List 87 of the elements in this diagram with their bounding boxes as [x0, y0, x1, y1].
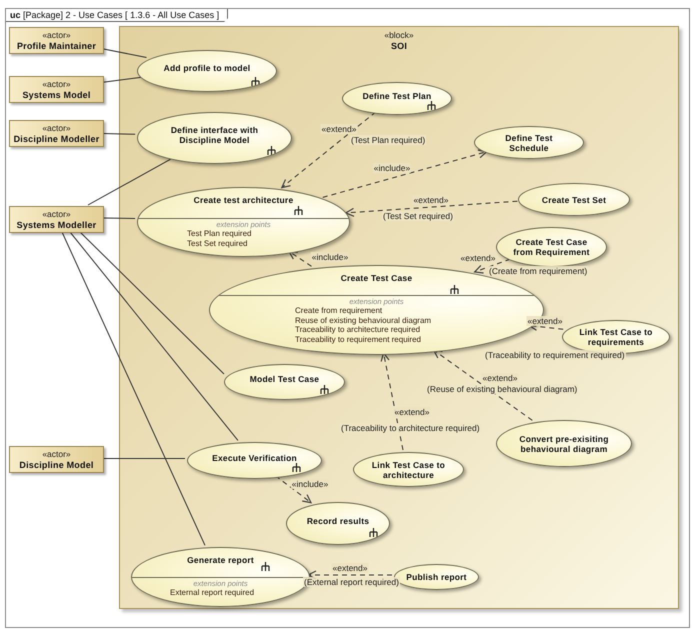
dependency-arrow	[433, 350, 533, 421]
association-line	[102, 48, 148, 58]
actor-box	[9, 76, 104, 103]
use-case-name: Create test architecture	[194, 195, 294, 207]
stereotype: «actor»	[42, 30, 71, 40]
dependency-arrow	[322, 149, 488, 198]
use-case-name: Create Test Case from Requirement	[512, 237, 591, 257]
use-case-ellipse	[187, 442, 322, 479]
extension-point: Traceability to architecture required	[295, 325, 422, 334]
actor-name: Systems Model	[22, 90, 91, 100]
association-line	[80, 232, 224, 374]
frame-title: uc [Package] 2 - Use Cases [ 1.3.6 - All Use Cases ]	[6, 9, 228, 22]
use-case-ellipse	[286, 502, 390, 545]
actor-box	[9, 206, 104, 233]
dependency-arrow	[288, 250, 312, 267]
use-case-name: Generate report	[187, 555, 254, 567]
stereotype: «actor»	[42, 448, 71, 460]
extension-point: Test Set required	[187, 238, 248, 248]
use-case-ellipse	[342, 82, 452, 115]
use-case-name: Define Test Plan	[362, 90, 432, 100]
extension-point: Test Plan required	[187, 229, 252, 238]
actor-name: Discipline Modeller	[14, 134, 100, 144]
edge-label: «extend»	[332, 563, 368, 573]
use-case-ellipse	[224, 364, 345, 400]
actor-name: Discipline Model	[19, 460, 94, 470]
association-line	[102, 76, 142, 83]
use-case-name: Execute Verification	[212, 452, 297, 462]
edge-label: «extend»	[460, 253, 496, 263]
actor-box	[9, 446, 104, 473]
extension-condition: (Traceability to architecture required)	[340, 423, 481, 433]
association-line	[70, 232, 238, 441]
extension-point: Traceability to requirement required	[295, 334, 422, 344]
actor-box	[9, 27, 104, 54]
use-case-name: Model Test Case	[250, 374, 320, 384]
block-name: SOI	[390, 41, 408, 52]
dependency-arrow	[474, 258, 511, 274]
stereotype: «block»	[384, 30, 414, 41]
use-case-ellipse	[496, 227, 607, 267]
use-case-name: Convert pre-exisiting behavioural diagram	[518, 434, 610, 454]
edge-label: «extend»	[526, 316, 564, 326]
use-case-ellipse	[137, 50, 277, 92]
diagram-frame	[5, 8, 690, 628]
use-case-ellipse	[518, 183, 630, 216]
stereotype: «actor»	[42, 208, 71, 220]
stereotype: «actor»	[42, 78, 71, 90]
dependency-arrow	[345, 200, 518, 217]
extension-condition: (Test Plan required)	[350, 135, 426, 145]
edge-label: «extend»	[320, 124, 358, 134]
association-line	[62, 232, 206, 546]
edge-label: «include»	[310, 252, 350, 262]
extension-point: Create from requirement	[295, 306, 384, 316]
association-line	[88, 158, 173, 206]
edge-label: «extend»	[412, 195, 450, 205]
association-line	[102, 218, 136, 219]
use-case-name: Record results	[306, 516, 370, 526]
use-case-name: Create Test Set	[542, 194, 606, 204]
actor-box	[9, 120, 104, 147]
use-case-name: Create Test Case	[340, 273, 412, 285]
edge-label: «include»	[372, 163, 412, 173]
use-case-name: Define interface with Discipline Model	[170, 125, 260, 145]
extension-condition: (Traceability to requirement required)	[484, 350, 626, 360]
dependency-arrow	[281, 111, 376, 188]
system-boundary	[119, 26, 679, 609]
stereotype: «actor»	[42, 122, 71, 134]
use-case-name: Define Test Schedule	[504, 132, 554, 152]
use-case-name: Add profile to model	[164, 63, 250, 73]
extension-condition: (Reuse of existing behavioural diagram)	[426, 384, 578, 394]
association-line	[102, 133, 136, 135]
use-case-name: Publish report	[406, 572, 467, 582]
dependency-arrow	[307, 570, 392, 580]
use-case-name: Link Test Case to requirements	[578, 327, 654, 347]
edge-label: «include»	[290, 479, 330, 489]
extension-point: External report required	[170, 588, 256, 598]
dependency-arrow	[275, 475, 312, 504]
dependency-arrow	[380, 352, 404, 451]
actor-name: Profile Maintainer	[16, 40, 96, 52]
use-case-ellipse	[353, 452, 464, 487]
edge-label: «extend»	[394, 407, 430, 417]
association-line	[102, 458, 186, 459]
extension-condition: (External report required)	[303, 577, 400, 587]
use-case-ellipse	[474, 126, 584, 159]
use-case-name: Link Test Case to architecture	[370, 460, 446, 480]
extension-condition: (Create from requirement)	[488, 266, 588, 276]
actor-name: Systems Modeller	[16, 220, 96, 230]
use-case-ellipse	[496, 420, 632, 467]
extension-condition: (Test Set required)	[382, 211, 454, 221]
edge-label: «extend»	[482, 373, 518, 383]
